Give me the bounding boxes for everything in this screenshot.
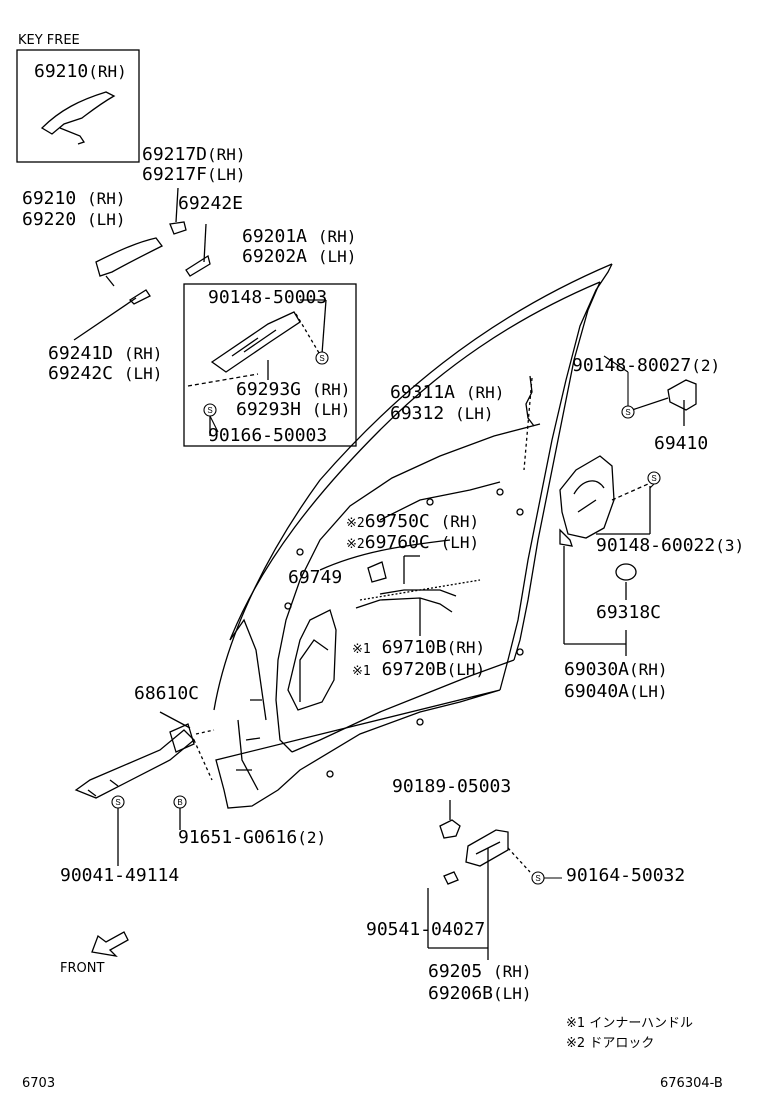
part-label: 69242E [178, 193, 244, 214]
part-label: 69749 [288, 567, 343, 588]
part-label: 69217D(RH) [142, 144, 246, 165]
footer-right-code: 676304-B [660, 1076, 723, 1091]
s-symbol [315, 351, 329, 365]
part-label: 90166-50003 [208, 425, 328, 446]
handle-frame-icon [210, 311, 301, 373]
legend-item: ※2 ドアロック [566, 1036, 655, 1051]
pad-icon [185, 254, 211, 277]
part-label: 69318C [596, 602, 662, 623]
clip-nut-icon [439, 819, 461, 839]
front-arrow-icon [91, 931, 129, 957]
s-symbol-text: S [207, 406, 212, 415]
part-label: 69293G (RH) [236, 379, 351, 400]
b-symbol-text: B [177, 798, 182, 807]
part-label: 69410 [654, 433, 709, 454]
part-label: 69312 (LH) [390, 403, 494, 424]
footer-left-code: 6703 [22, 1076, 56, 1091]
door-lock-icon [559, 455, 615, 547]
part-label: 90148-50003 [208, 287, 328, 308]
part-label: 90148-80027(2) [572, 355, 721, 376]
s-symbol-text: S [625, 408, 630, 417]
part-label: ※269760C (LH) [346, 532, 480, 553]
part-label: 69040A(LH) [564, 681, 668, 702]
part-label: 90541-04027 [366, 919, 486, 940]
part-label: 69217F(LH) [142, 164, 246, 185]
front-label: FRONT [60, 961, 105, 976]
outer-handle-rh-icon [40, 91, 116, 145]
part-label: 69241D (RH) [48, 343, 163, 364]
s-symbol-text: S [319, 354, 324, 363]
cover-icon [128, 289, 151, 305]
handle-frame-box [183, 283, 357, 447]
cable-icon [355, 597, 453, 613]
striker-icon [667, 379, 697, 411]
part-label: 69201A (RH) [242, 226, 357, 247]
key-free-box [16, 49, 140, 163]
inner-handle-icon [465, 829, 509, 867]
part-label: ※1 69710B(RH) [352, 637, 486, 658]
outer-handle-icon [95, 237, 163, 287]
part-label: 69311A (RH) [390, 382, 505, 403]
s-symbol-text: S [535, 874, 540, 883]
clip-icon [367, 561, 387, 583]
door-panel-icon [213, 263, 613, 809]
grommet-icon [615, 563, 637, 581]
screw-icon [443, 871, 459, 885]
part-label: 90148-60022(3) [596, 535, 745, 556]
part-label: ※269750C (RH) [346, 511, 480, 532]
part-label: 68610C [134, 683, 200, 704]
part-label: 69202A (LH) [242, 246, 357, 267]
part-label: 69220 (LH) [22, 209, 126, 230]
key-free-label: KEY FREE [18, 33, 80, 48]
rod-icon [525, 375, 535, 427]
b-symbol [173, 795, 187, 809]
part-label: 91651-G0616(2) [178, 827, 327, 848]
cap-icon [169, 221, 187, 235]
part-label: ※1 69720B(LH) [352, 659, 486, 680]
s-symbol-text: S [651, 474, 656, 483]
s-symbol-text: S [115, 798, 120, 807]
part-label: 69206B(LH) [428, 983, 532, 1004]
legend-item: ※1 インナーハンドル [566, 1016, 694, 1031]
part-label: 90164-50032 [566, 865, 686, 886]
part-label: 90189-05003 [392, 776, 512, 797]
part-label: 90041-49114 [60, 865, 180, 886]
check-arm-icon [74, 723, 195, 799]
part-label: 69030A(RH) [564, 659, 668, 680]
s-symbol [111, 795, 125, 809]
part-label: 69293H (LH) [236, 399, 351, 420]
part-label: 69210 (RH) [22, 188, 126, 209]
part-label: 69210(RH) [34, 61, 127, 82]
part-label: 69205 (RH) [428, 961, 532, 982]
part-label: 69242C (LH) [48, 363, 163, 384]
